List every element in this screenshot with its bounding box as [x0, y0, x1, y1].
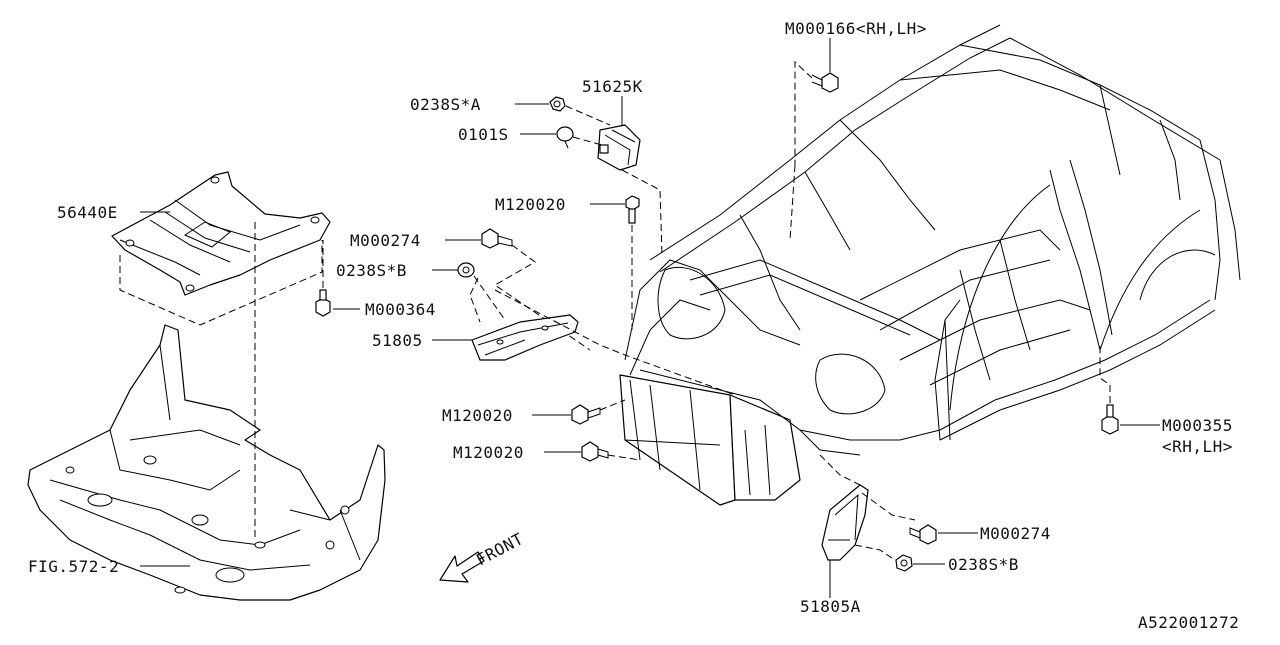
dashed-guide-51805A-body: [819, 454, 861, 486]
diagram-id: A522001272: [1138, 613, 1239, 632]
fastener-0238SB-left: [457, 262, 475, 278]
fastener-0238SA-nut: [549, 96, 566, 112]
label-51625K: 51625K: [582, 77, 643, 96]
part-51625K-bracket: [597, 124, 641, 171]
dashed-guide-M120020-low: [607, 454, 641, 461]
part-labels: M000166<RH,LH> 51625K 0238S*A 0101S 5644…: [28, 19, 1239, 632]
label-M120020-mid: M120020: [442, 406, 513, 425]
label-56440E: 56440E: [57, 203, 118, 222]
label-FIG572: FIG.572-2: [28, 557, 119, 576]
part-51805-bracket: [471, 314, 579, 361]
label-M000355: M000355: [1162, 416, 1233, 435]
fastener-0238SB-right: [895, 554, 913, 572]
label-0238SA: 0238S*A: [410, 95, 481, 114]
part-51805A-bracket: [821, 484, 869, 561]
fastener-M120020-mid: [571, 404, 601, 425]
label-front: FRONT: [473, 529, 527, 570]
dashed-guide-51805: [494, 289, 736, 396]
front-arrow-icon: [439, 551, 485, 583]
label-M000355-rh-lh: <RH,LH>: [1162, 437, 1233, 456]
dashed-guide-M000355: [1099, 345, 1111, 403]
label-M000274-left: M000274: [350, 231, 421, 250]
fastener-M000364: [315, 289, 331, 317]
label-0238SB-right: 0238S*B: [948, 555, 1019, 574]
label-M000166: M000166<RH,LH>: [785, 19, 927, 38]
vehicle-body-shell: [619, 24, 1241, 506]
label-0101S: 0101S: [458, 125, 509, 144]
fastener-M000274-left: [481, 228, 513, 249]
dashed-guide-M000274-right: [861, 492, 916, 521]
fastener-M120020-top: [625, 195, 640, 224]
dashed-guide-M120020-mid: [599, 399, 626, 411]
fastener-M000355: [1101, 404, 1119, 435]
dashed-guide-0238SB-left-b: [469, 277, 481, 323]
label-0238SB-left: 0238S*B: [336, 261, 407, 280]
label-M000364: M000364: [365, 300, 436, 319]
under-cover-part: [27, 324, 386, 601]
label-51805: 51805: [372, 331, 423, 350]
part-56440E-plate: [111, 171, 331, 296]
dashed-guide-0238SB-right: [854, 544, 896, 561]
dashed-guide-0238SB-left: [473, 275, 506, 321]
dashed-guide-M000166-down: [789, 164, 796, 241]
dashed-guide-0238SA: [565, 105, 611, 126]
label-M000274-right: M000274: [980, 524, 1051, 543]
dashed-guide-51625K: [621, 169, 663, 256]
label-51805A: 51805A: [800, 597, 861, 616]
dashed-guide-56440E: [119, 240, 323, 326]
label-M120020-top: M120020: [495, 195, 566, 214]
fastener-M000166: [811, 72, 839, 93]
dashed-guide-M000274-left: [494, 244, 591, 351]
fastener-0101S: [556, 126, 574, 149]
leader-lines: [140, 38, 1160, 598]
fastener-M000274-right: [909, 524, 937, 545]
dashed-guide-0101S: [572, 136, 603, 146]
label-M120020-low: M120020: [453, 443, 524, 462]
fastener-M120020-low: [581, 441, 609, 462]
dashed-guide-M000166: [794, 60, 813, 165]
